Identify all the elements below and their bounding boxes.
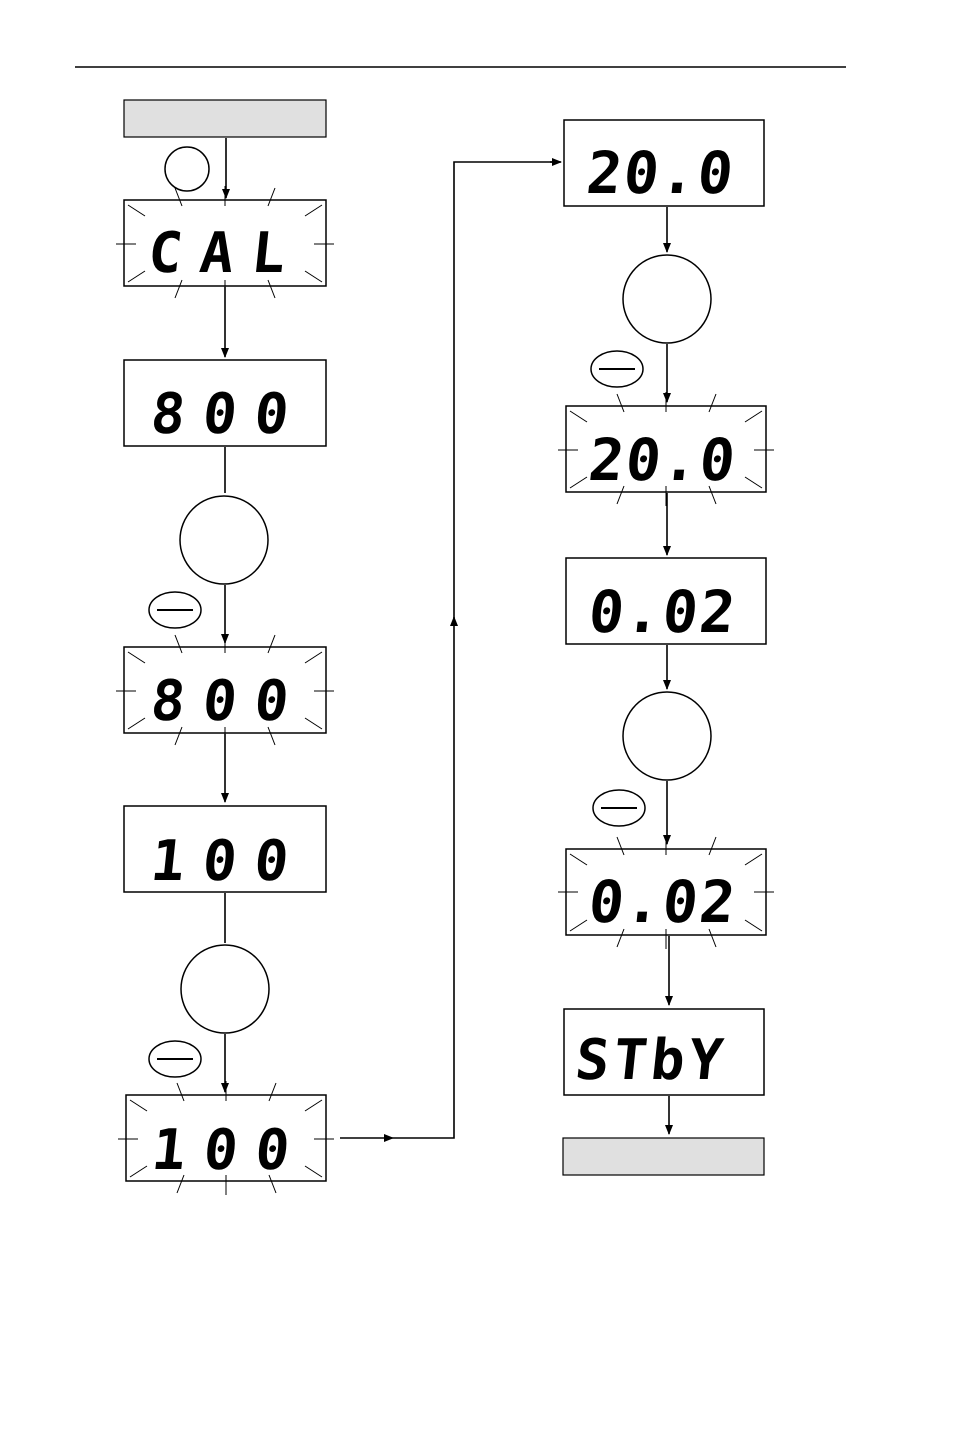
key-button-large[interactable] <box>181 945 269 1033</box>
key-button-large[interactable] <box>623 692 711 780</box>
lcd-text-20-0: 20.0 <box>584 139 739 207</box>
lcd-text-cal: CAL <box>145 221 307 286</box>
lcd-display-stby: STbY <box>564 1009 764 1095</box>
minus-key-button[interactable] <box>149 592 201 628</box>
lcd-display-800: 800 <box>124 360 326 447</box>
key-button-small[interactable] <box>165 147 209 191</box>
key-button-large[interactable] <box>180 496 268 584</box>
lcd-text-100: 100 <box>148 829 310 894</box>
end-label-box <box>563 1138 764 1175</box>
lcd-display-0-02-blinking: 0.02 <box>558 835 774 949</box>
lcd-display-0-02: 0.02 <box>566 558 766 646</box>
lcd-text-0-02-blinking: 0.02 <box>586 868 741 936</box>
lcd-text-800: 800 <box>148 382 310 447</box>
lcd-text-20-0-blinking: 20.0 <box>586 426 741 494</box>
lcd-text-800-blinking: 800 <box>148 669 310 734</box>
lcd-display-20-0-blinking: 20.0 <box>558 392 774 506</box>
start-label-box <box>124 100 326 137</box>
minus-key-button[interactable] <box>591 351 643 387</box>
lcd-display-20-0: 20.0 <box>564 120 764 207</box>
lcd-text-stby: STbY <box>572 1028 730 1093</box>
lcd-display-100: 100 <box>124 806 326 894</box>
key-button-large[interactable] <box>623 255 711 343</box>
lcd-display-100-blinking: 100 <box>118 1081 334 1195</box>
lcd-display-cal: CAL <box>116 186 334 300</box>
lcd-text-100-blinking: 100 <box>149 1118 311 1183</box>
minus-key-button[interactable] <box>593 790 645 826</box>
lcd-display-800-blinking: 800 <box>116 633 334 747</box>
lcd-text-0-02: 0.02 <box>586 578 741 646</box>
minus-key-button[interactable] <box>149 1041 201 1077</box>
column-connector <box>340 162 561 1138</box>
